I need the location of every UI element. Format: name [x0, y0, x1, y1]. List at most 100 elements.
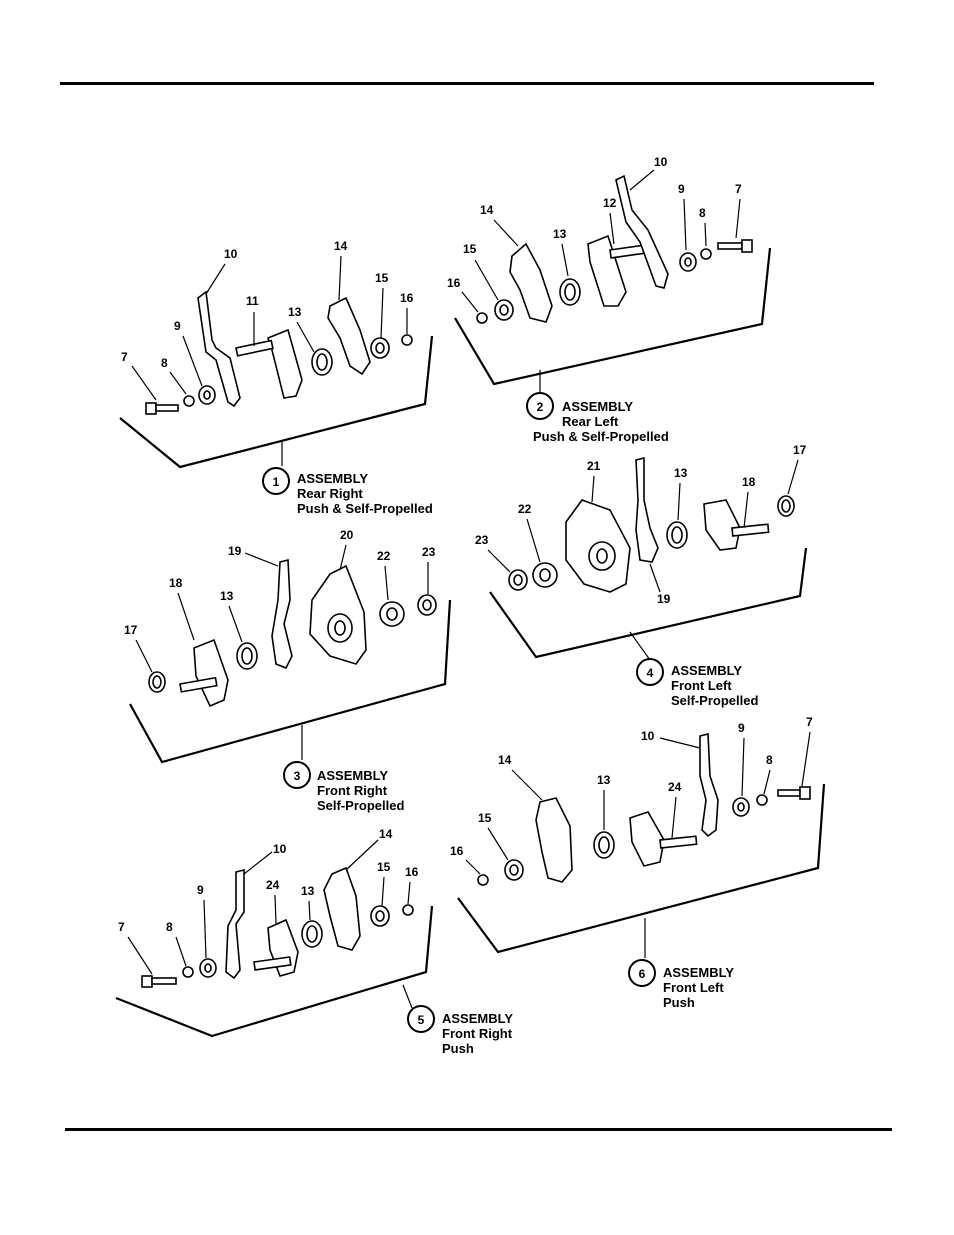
- callout-a6-16: 16: [450, 844, 464, 858]
- assembly-4-badge: [636, 658, 664, 686]
- ring-icon: [559, 278, 581, 306]
- shaft-plate-icon: [587, 234, 648, 307]
- shaft-plate-icon: [179, 638, 229, 708]
- retainer-icon: [401, 334, 413, 346]
- lock-washer-icon: [199, 958, 217, 978]
- assembly-1-bracket: [119, 335, 434, 469]
- washer-icon: [700, 248, 712, 260]
- callout-a1-11: 11: [246, 294, 259, 308]
- shaft-plate-icon: [703, 499, 770, 551]
- ring-icon: [311, 348, 333, 376]
- assembly-4-group: 23 22 21 19 13 18 17 4 ASSEMBLY Front Le…: [475, 443, 808, 708]
- assembly-5-group: 7 8 9 10 24 13 14 15 16 5 ASSEMBLY Front…: [115, 827, 513, 1056]
- assembly-3-group: 17 18 13 19 20 22 23 3 ASSEMBLY Front Ri…: [124, 528, 452, 813]
- bushing-icon: [494, 299, 514, 321]
- assembly-1-type: Push & Self-Propelled: [297, 501, 433, 516]
- bolt-icon: [145, 402, 179, 415]
- top-rule: [60, 82, 874, 85]
- toothed-plate-large-icon: [309, 564, 367, 665]
- callout-a5-7: 7: [118, 920, 125, 934]
- lever-arm-icon: [197, 290, 241, 408]
- bushing-icon: [379, 601, 405, 627]
- callout-a6-8: 8: [766, 753, 773, 767]
- callout-a1-13: 13: [288, 305, 302, 319]
- bushing-icon: [532, 562, 558, 588]
- callout-a1-8: 8: [161, 356, 168, 370]
- lever-arm-icon: [225, 868, 245, 980]
- callout-a5-13: 13: [301, 884, 315, 898]
- ring-icon: [666, 521, 688, 549]
- assembly-4-bracket: [489, 547, 808, 659]
- callout-a2-9: 9: [678, 182, 685, 196]
- bottom-rule: [65, 1128, 892, 1131]
- assembly-5-position: Front Right: [442, 1026, 513, 1041]
- bearing-icon: [508, 569, 528, 591]
- assembly-4-position: Front Left: [671, 678, 732, 693]
- assembly-5-type: Push: [442, 1041, 474, 1056]
- callout-a6-24: 24: [668, 780, 682, 794]
- retainer-icon: [477, 874, 489, 886]
- callout-a2-15: 15: [463, 242, 477, 256]
- bolt-icon: [141, 975, 177, 988]
- callout-a4-19: 19: [657, 592, 671, 606]
- callout-a3-17: 17: [124, 623, 138, 637]
- callout-a1-14: 14: [334, 239, 348, 253]
- snap-ring-icon: [777, 495, 795, 517]
- toothed-plate-icon: [509, 242, 553, 323]
- assembly-2-position: Rear Left: [562, 414, 619, 429]
- bushing-icon: [504, 859, 524, 881]
- toothed-plate-icon: [327, 296, 371, 376]
- assembly-5-title: ASSEMBLY: [442, 1011, 513, 1026]
- assembly-6-title: ASSEMBLY: [663, 965, 734, 980]
- retainer-icon: [402, 904, 414, 916]
- bolt-icon: [717, 239, 753, 253]
- assembly-5-badge: [407, 1005, 435, 1033]
- assembly-2-type: Push & Self-Propelled: [533, 429, 669, 444]
- washer-icon: [756, 794, 768, 806]
- callout-a2-13: 13: [553, 227, 567, 241]
- assembly-1-group: 7 8 9 10 11 13 14 15 16 1 ASSEMBLY Rear …: [119, 239, 434, 516]
- callout-a3-13: 13: [220, 589, 234, 603]
- bearing-icon: [417, 594, 437, 616]
- assembly-3-type: Self-Propelled: [317, 798, 404, 813]
- ring-icon: [301, 920, 323, 948]
- callout-a1-10: 10: [224, 247, 238, 261]
- callout-a3-22: 22: [377, 549, 391, 563]
- washer-icon: [182, 966, 194, 978]
- retainer-icon: [476, 312, 488, 324]
- callout-a5-15: 15: [377, 860, 391, 874]
- washer-icon: [183, 395, 195, 407]
- assembly-3-title: ASSEMBLY: [317, 768, 388, 783]
- callout-a1-9: 9: [174, 319, 181, 333]
- bushing-icon: [370, 337, 390, 359]
- assembly-6-type: Push: [663, 995, 695, 1010]
- callout-a3-20: 20: [340, 528, 354, 542]
- callout-a6-9: 9: [738, 721, 745, 735]
- callout-a5-24: 24: [266, 878, 280, 892]
- assembly-6-badge: [628, 959, 656, 987]
- callout-a5-16: 16: [405, 865, 419, 879]
- assembly-2-number: 2: [537, 400, 544, 414]
- assembly-4-type: Self-Propelled: [671, 693, 758, 708]
- callout-a5-9: 9: [197, 883, 204, 897]
- shaft-plate-icon: [629, 811, 698, 867]
- lever-arm-icon: [635, 456, 659, 563]
- toothed-plate-icon: [323, 866, 361, 951]
- callout-a6-7: 7: [806, 715, 813, 729]
- assembly-6-number: 6: [639, 967, 646, 981]
- assembly-5-bracket: [115, 905, 434, 1038]
- lock-washer-icon: [679, 252, 697, 272]
- callout-a3-18: 18: [169, 576, 183, 590]
- ring-icon: [593, 831, 615, 859]
- assembly-5-number: 5: [418, 1013, 425, 1027]
- assembly-4-number: 4: [647, 666, 654, 680]
- callout-a4-23: 23: [475, 533, 489, 547]
- lock-washer-icon: [198, 385, 216, 405]
- toothed-plate-large-icon: [565, 499, 631, 593]
- callout-a2-14: 14: [480, 203, 494, 217]
- callout-a1-7: 7: [121, 350, 128, 364]
- ring-icon: [236, 642, 258, 670]
- callout-a1-15: 15: [375, 271, 389, 285]
- shaft-plate-icon: [253, 918, 299, 977]
